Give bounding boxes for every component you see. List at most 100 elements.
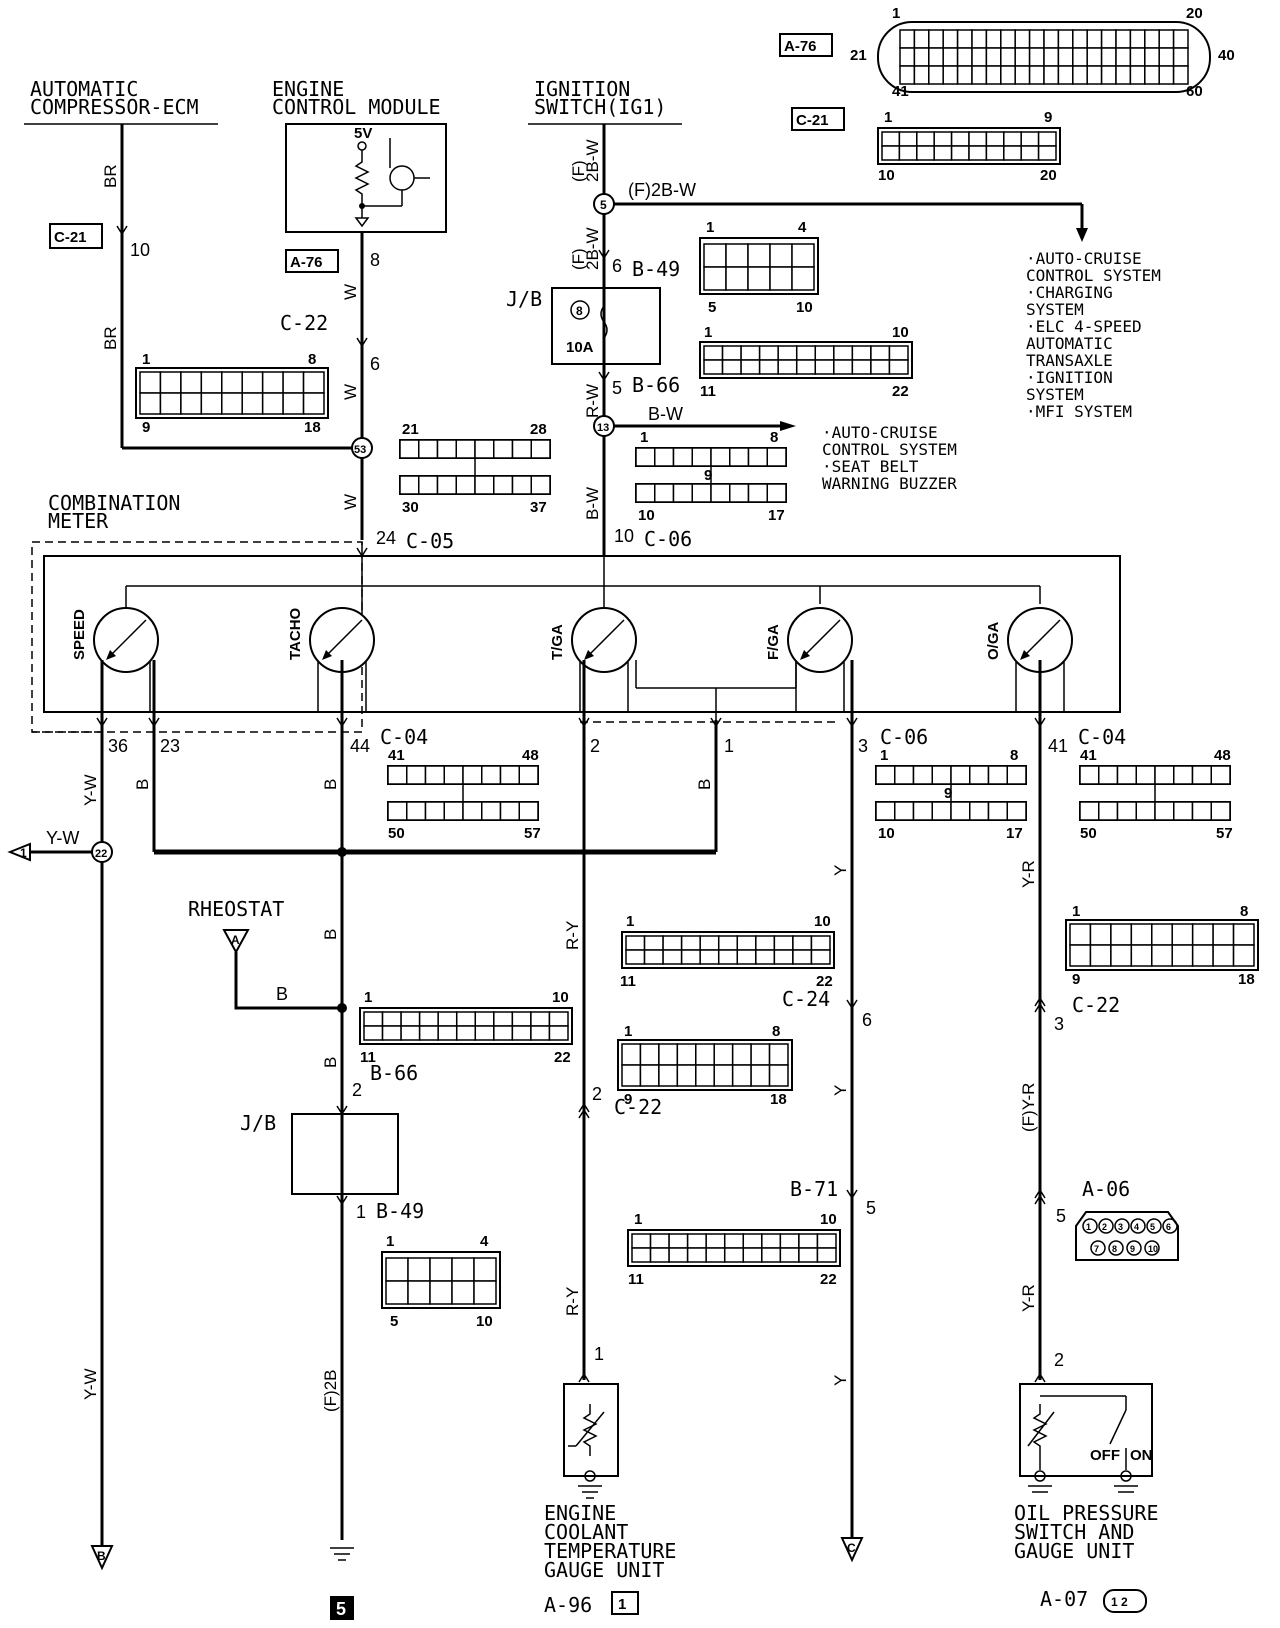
a07-label: A-07 — [1040, 1587, 1088, 1611]
c21-top-label: C-21 — [796, 112, 829, 129]
pin-2: 2 — [590, 736, 600, 756]
offpage-A-icon — [222, 929, 250, 955]
c22r-pin-1: 1 — [1072, 903, 1080, 920]
a06-pin-circle — [1126, 1240, 1142, 1256]
connector-c21: 1 9 10 20 — [877, 109, 1061, 184]
pin-2-a07: 2 — [1054, 1350, 1064, 1370]
splice-13-label: 13 — [597, 422, 609, 434]
transistor-icon — [389, 165, 415, 191]
c05-label: C-05 — [406, 529, 454, 553]
a06-pin-label: 7 — [1094, 1244, 1099, 1254]
gauge-label: TACHO — [287, 607, 304, 660]
c05-pin-30: 30 — [402, 499, 419, 516]
gauge-tacho-icon: TACHO — [287, 607, 375, 712]
b66b-pin-1: 1 — [364, 989, 372, 1006]
ecm-label: ENGINE CONTROL MODULE 5V — [272, 77, 447, 233]
b49b-pin-5: 5 — [390, 1313, 398, 1330]
b66b-pin-10: 10 — [552, 989, 569, 1006]
pin-8: 8 — [370, 250, 380, 270]
c06a-pin-9: 9 — [704, 467, 712, 484]
c24-pin-22: 22 — [816, 973, 833, 990]
b71-label: B-71 — [790, 1177, 838, 1201]
a06-pin-circle — [1108, 1240, 1124, 1256]
gauge-label: T/GA — [549, 624, 566, 660]
gauge-label: F/GA — [765, 624, 782, 660]
c22-right-label: C-22 — [1072, 993, 1120, 1017]
pin-44: 44 — [350, 736, 370, 756]
c04a-pin-48: 48 — [522, 747, 539, 764]
wire-fyr-label: (F)Y-R — [1019, 1083, 1038, 1132]
c06a-pin-10: 10 — [638, 507, 655, 524]
wire-rw-label: R-W — [583, 384, 602, 418]
rheostat-label: RHEOSTAT — [188, 897, 284, 921]
b66-top-label: B-66 — [632, 373, 680, 397]
oil-thermistor-icon — [1032, 1404, 1048, 1470]
b49a-pin-4: 4 — [798, 219, 807, 236]
compressor-ecm-label: AUTOMATIC COMPRESSOR-ECM — [24, 77, 218, 125]
wire-yr-label-2: Y-R — [1019, 1284, 1038, 1312]
c22b-pin-9: 9 — [624, 1091, 632, 1108]
c06a-pin-17: 17 — [768, 507, 785, 524]
system-list-item: ·IGNITION — [1026, 368, 1113, 387]
splice-22: 22 — [91, 841, 113, 863]
b66a-pin-11: 11 — [700, 383, 716, 400]
combination-meter-line2: METER — [48, 509, 109, 533]
wire-yw-h-label: Y-W — [46, 828, 79, 848]
gauge-tga-icon: T/GA — [549, 607, 637, 712]
page-mark-label: 5 — [336, 1599, 346, 1619]
gauge-oga-icon: O/GA — [985, 607, 1073, 712]
ignition-label: IGNITION SWITCH(IG1) — [528, 77, 682, 125]
system-list-item: AUTOMATIC — [1026, 334, 1113, 353]
coolant-line3: TEMPERATURE — [544, 1539, 676, 1563]
b49b-pin-4: 4 — [480, 1233, 489, 1250]
c06b-pin-1: 1 — [880, 747, 888, 764]
connector-b49-top: 1 4 5 10 — [699, 219, 819, 316]
system-list-b: ·AUTO-CRUISE CONTROL SYSTEM·SEAT BELT WA… — [822, 423, 957, 493]
system-list-item: ·CHARGING — [1026, 283, 1113, 302]
c04a-pin-50: 50 — [388, 825, 405, 842]
c22r-pin-18: 18 — [1238, 971, 1255, 988]
wire-w-label-2: W — [341, 384, 360, 400]
b66b-pin-22: 22 — [554, 1049, 571, 1066]
jb-low: J/B — [240, 1111, 399, 1195]
connector-c06-top: 1 8 9 10 17 — [635, 429, 787, 524]
c04a-pin-57: 57 — [524, 825, 541, 842]
compressor-ecm-line2: COMPRESSOR-ECM — [30, 95, 199, 119]
pin-2-b66: 2 — [352, 1080, 362, 1100]
c21-left-label: C-21 — [54, 229, 87, 246]
system-list-item: TRANSAXLE — [1026, 351, 1113, 370]
connector-tag-a76-ecm: A-76 — [285, 249, 339, 273]
pin-10-c06: 10 — [614, 526, 634, 546]
offpage-C-icon — [840, 1537, 864, 1563]
c22a-pin-8: 8 — [308, 351, 316, 368]
b66a-pin-10: 10 — [892, 324, 909, 341]
c22-low-label: C-22 — [614, 1095, 662, 1119]
a06-pin-label: 10 — [1148, 1244, 1158, 1254]
system-list-item: CONTROL SYSTEM — [822, 440, 957, 459]
a06-label: A-06 — [1082, 1177, 1130, 1201]
coolant-line1: ENGINE — [544, 1501, 616, 1525]
pin-1-a96: 1 — [594, 1344, 604, 1364]
offpage-C-label: C — [847, 1541, 856, 1555]
a96-label: A-96 — [544, 1593, 592, 1617]
connector-b71: 1 10 11 22 — [627, 1211, 841, 1288]
connector-b49-low: 1 4 5 10 — [381, 1233, 501, 1330]
a06-pin-label: 1 — [1086, 1222, 1091, 1232]
c06b-pin-9: 9 — [944, 785, 952, 802]
c24-pin-1: 1 — [626, 913, 634, 930]
pin-3-c22: 3 — [1054, 1014, 1064, 1034]
wire-yr-label-1: Y-R — [1019, 860, 1038, 888]
wire-yw-label-1: Y-W — [81, 775, 100, 807]
a06-pin-label: 3 — [1118, 1222, 1123, 1232]
connector-tag-a76-top: A-76 — [779, 33, 833, 57]
connector-b66-low: 1 10 11 22 — [359, 989, 573, 1066]
oil-line1: OIL PRESSURE — [1014, 1501, 1159, 1525]
splice-5-label: 5 — [600, 198, 607, 212]
a06-pin-circle — [1098, 1218, 1114, 1234]
thermistor-icon — [582, 1404, 598, 1456]
a06-pin-circle — [1146, 1218, 1162, 1234]
pin-5-a06: 5 — [1056, 1206, 1066, 1226]
b71-pin-22: 22 — [820, 1271, 837, 1288]
b49b-pin-10: 10 — [476, 1313, 493, 1330]
connector-b66-top: 1 10 11 22 — [699, 324, 913, 400]
